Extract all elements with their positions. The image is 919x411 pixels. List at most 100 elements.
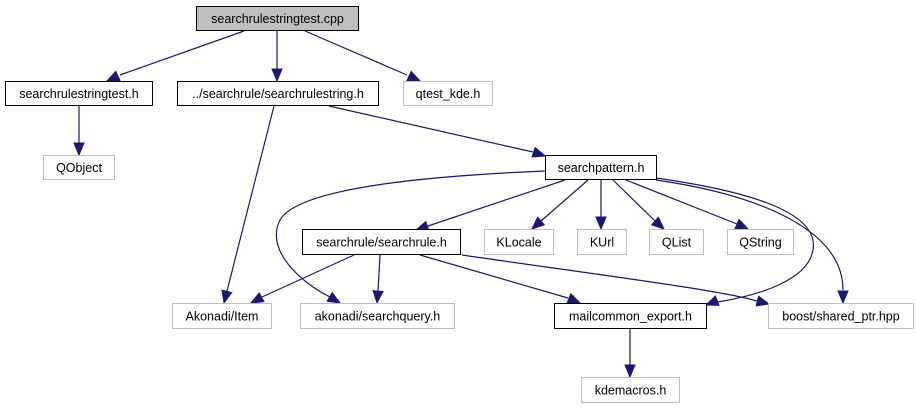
- node-box[interactable]: [554, 303, 707, 329]
- node-label: boost/shared_ptr.hpp: [782, 310, 899, 324]
- edge-sr-to-item: [249, 254, 355, 304]
- node-qobject: QObject: [43, 155, 115, 180]
- edge-line: [275, 170, 546, 298]
- node-label: KUrl: [590, 236, 614, 250]
- node-box: [403, 81, 493, 106]
- node-boost: boost/shared_ptr.hpp: [768, 303, 914, 329]
- node-box[interactable]: [545, 155, 657, 180]
- arrowhead-icon: [372, 290, 384, 305]
- node-sr[interactable]: searchrule/searchrule.h: [302, 229, 461, 255]
- node-qlist: QList: [649, 229, 704, 255]
- node-box: [581, 377, 680, 403]
- edge-sr-to-boost: [461, 254, 771, 307]
- edge-sp-to-kurl: [595, 180, 607, 231]
- node-box: [649, 229, 704, 255]
- node-box[interactable]: [302, 229, 461, 255]
- node-label: qtest_kde.h: [416, 87, 481, 101]
- arrowhead-icon: [73, 142, 85, 157]
- node-label: searchrulestringtest.cpp: [211, 12, 344, 26]
- edge-line: [655, 179, 844, 291]
- edge-cpp-to-srs: [271, 31, 283, 83]
- edge-sp-to-boost: [655, 179, 849, 305]
- node-kurl: KUrl: [577, 229, 627, 255]
- node-box: [484, 229, 554, 255]
- node-label: Akonadi/Item: [186, 310, 259, 324]
- node-sp[interactable]: searchpattern.h: [545, 155, 657, 180]
- node-label: QList: [662, 236, 692, 250]
- node-box: [300, 303, 455, 329]
- node-label: QString: [739, 236, 781, 250]
- edge-line: [377, 254, 381, 292]
- edge-line: [540, 179, 589, 222]
- node-box: [577, 229, 627, 255]
- arrowhead-icon: [271, 68, 283, 83]
- node-box[interactable]: [5, 81, 153, 106]
- edge-sp-to-sq: [275, 170, 546, 304]
- edge-line: [119, 30, 245, 76]
- edge-srs-to-item: [221, 105, 275, 305]
- edge-line: [461, 254, 758, 302]
- node-mce[interactable]: mailcommon_export.h: [554, 303, 707, 329]
- arrowhead-icon: [837, 290, 849, 305]
- arrowhead-icon: [734, 218, 750, 230]
- node-qstring: QString: [727, 229, 794, 255]
- edges-layer: [73, 30, 849, 379]
- edge-sr-to-sq: [372, 254, 384, 305]
- arrowhead-icon: [704, 295, 720, 306]
- edge-sp-to-mce: [655, 177, 814, 306]
- node-qtest: qtest_kde.h: [403, 81, 493, 106]
- node-label: searchpattern.h: [558, 161, 645, 175]
- nodes-layer: searchrulestringtest.cpp searchrulestring…: [5, 6, 914, 403]
- node-box[interactable]: [177, 81, 379, 106]
- edge-line: [419, 254, 569, 299]
- node-label: searchrulestringtest.h: [19, 87, 139, 101]
- arrowhead-icon: [105, 70, 121, 82]
- arrowhead-icon: [755, 295, 771, 307]
- edge-testh-to-qobject: [73, 106, 85, 157]
- edge-line: [612, 179, 656, 222]
- edge-sp-to-klocale: [531, 179, 589, 230]
- arrowhead-icon: [531, 146, 547, 158]
- node-box: [727, 229, 794, 255]
- edge-line: [226, 105, 275, 292]
- edge-sp-to-qlist: [612, 179, 665, 230]
- arrowhead-icon: [221, 289, 233, 305]
- node-box[interactable]: [196, 6, 359, 31]
- edge-line: [427, 179, 566, 227]
- arrowhead-icon: [650, 216, 665, 230]
- edge-mce-to-kdemacros: [624, 329, 636, 379]
- node-srs[interactable]: ../searchrule/searchrulestring.h: [177, 81, 379, 106]
- node-sq: akonadi/searchquery.h: [300, 303, 455, 329]
- edge-line: [655, 177, 814, 303]
- node-cpp[interactable]: searchrulestringtest.cpp: [196, 6, 359, 31]
- node-box: [43, 155, 115, 180]
- edge-cpp-to-testh: [105, 30, 245, 82]
- node-label: ../searchrule/searchrulestring.h: [192, 87, 364, 101]
- node-kdemacros: kdemacros.h: [581, 377, 680, 403]
- node-box: [172, 303, 272, 329]
- node-box: [768, 303, 914, 329]
- node-label: mailcommon_export.h: [569, 310, 692, 324]
- arrowhead-icon: [531, 216, 546, 230]
- arrowhead-icon: [624, 364, 636, 379]
- node-label: akonadi/searchquery.h: [315, 310, 441, 324]
- arrowhead-icon: [326, 291, 342, 304]
- edge-line: [625, 179, 738, 225]
- arrowhead-icon: [406, 70, 422, 82]
- node-item: Akonadi/Item: [172, 303, 272, 329]
- arrowhead-icon: [249, 291, 265, 304]
- node-label: kdemacros.h: [595, 384, 667, 398]
- node-testh[interactable]: searchrulestringtest.h: [5, 81, 153, 106]
- edge-sr-to-mce: [419, 254, 582, 304]
- node-label: QObject: [56, 161, 102, 175]
- arrowhead-icon: [595, 216, 607, 231]
- edge-sp-to-qstring: [625, 179, 750, 230]
- edge-line: [328, 105, 534, 153]
- node-label: KLocale: [496, 236, 541, 250]
- node-label: searchrule/searchrule.h: [316, 236, 447, 250]
- edge-srs-to-sp: [328, 105, 547, 158]
- edge-line: [304, 30, 408, 76]
- edge-line: [261, 254, 355, 298]
- edge-cpp-to-qtest: [304, 30, 422, 82]
